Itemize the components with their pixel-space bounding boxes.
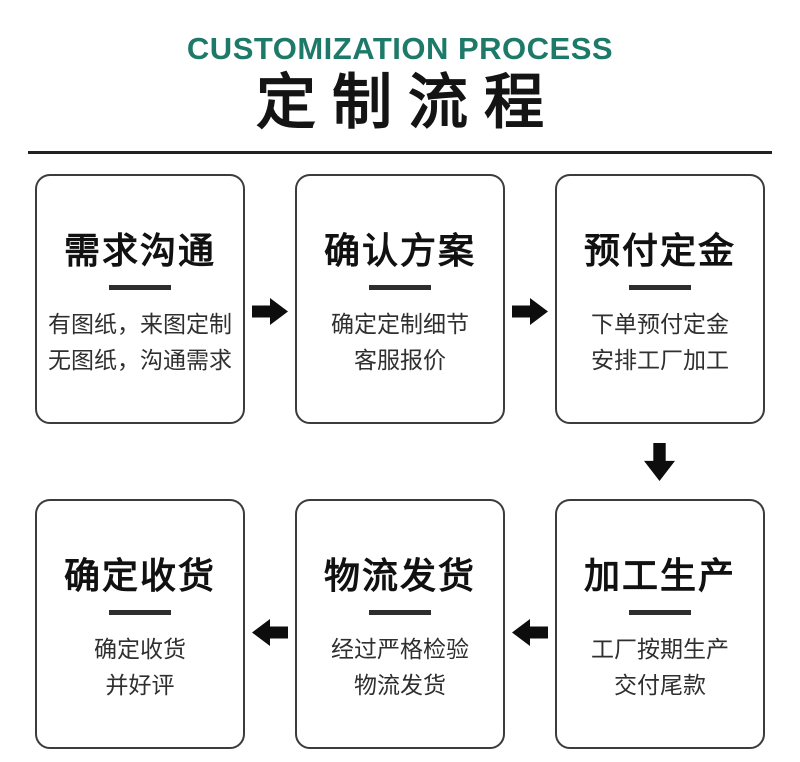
arrow-left-icon xyxy=(512,619,548,646)
flow-connector xyxy=(35,424,765,499)
step-detail: 确定收货 xyxy=(94,636,186,662)
step-title: 物流发货 xyxy=(323,555,476,596)
step-title: 预付定金 xyxy=(583,230,736,271)
step-card-deposit: 预付定金 下单预付定金 安排工厂加工 xyxy=(555,174,765,424)
step-detail: 工厂按期生产 xyxy=(591,636,729,662)
step-card-confirm-plan: 确认方案 确定定制细节 客服报价 xyxy=(295,174,505,424)
title-underline xyxy=(629,610,691,615)
step-detail: 经过严格检验 xyxy=(331,636,469,662)
step-detail: 有图纸，来图定制 xyxy=(48,311,232,337)
step-detail: 安排工厂加工 xyxy=(591,347,729,373)
title-chinese: 定制流程 xyxy=(256,70,560,136)
arrow-down-icon xyxy=(644,443,675,481)
arrow-right-icon xyxy=(252,298,288,325)
title-underline xyxy=(369,285,431,290)
title-english: CUSTOMIZATION PROCESS xyxy=(186,31,614,66)
process-flow: 需求沟通 有图纸，来图定制 无图纸，沟通需求 确认方案 确定定制细节 客服报价 … xyxy=(35,174,765,749)
step-detail: 交付尾款 xyxy=(614,672,706,698)
header-divider xyxy=(28,151,772,154)
title-underline xyxy=(629,285,691,290)
title-underline xyxy=(109,610,171,615)
step-card-production: 加工生产 工厂按期生产 交付尾款 xyxy=(555,499,765,749)
step-card-requirements: 需求沟通 有图纸，来图定制 无图纸，沟通需求 xyxy=(35,174,245,424)
title-underline xyxy=(109,285,171,290)
step-detail: 确定定制细节 xyxy=(331,311,469,337)
step-title: 确认方案 xyxy=(323,230,476,271)
step-detail: 无图纸，沟通需求 xyxy=(48,347,232,373)
arrow-right-icon xyxy=(512,298,548,325)
step-detail: 物流发货 xyxy=(354,672,446,698)
step-detail: 客服报价 xyxy=(354,347,446,373)
customization-process-infographic: CUSTOMIZATION PROCESS 定制流程 需求沟通 有图纸，来图定制… xyxy=(0,33,800,762)
title-underline xyxy=(369,610,431,615)
step-title: 加工生产 xyxy=(583,555,736,596)
step-detail: 并好评 xyxy=(105,672,175,698)
step-detail: 下单预付定金 xyxy=(591,311,729,337)
flow-row-top: 需求沟通 有图纸，来图定制 无图纸，沟通需求 确认方案 确定定制细节 客服报价 … xyxy=(35,174,765,424)
step-title: 需求沟通 xyxy=(63,230,216,271)
arrow-left-icon xyxy=(252,619,288,646)
step-title: 确定收货 xyxy=(63,555,216,596)
step-card-shipping: 物流发货 经过严格检验 物流发货 xyxy=(295,499,505,749)
flow-row-bottom: 确定收货 确定收货 并好评 物流发货 经过严格检验 物流发货 加工生产 工厂按期… xyxy=(35,499,765,749)
header: CUSTOMIZATION PROCESS 定制流程 xyxy=(0,33,800,154)
step-card-receipt: 确定收货 确定收货 并好评 xyxy=(35,499,245,749)
